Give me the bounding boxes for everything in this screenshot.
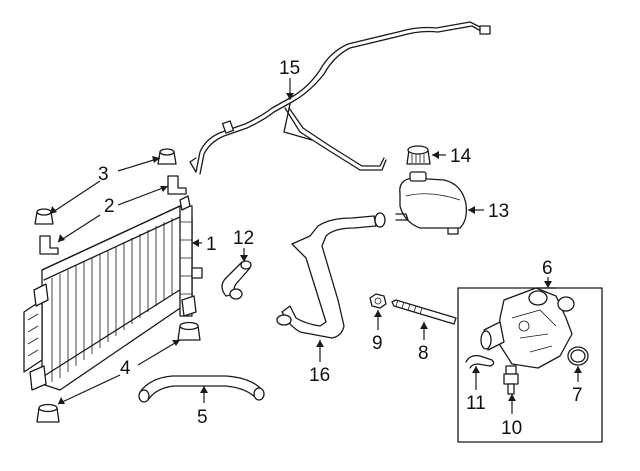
- callout-12: 12: [233, 228, 254, 249]
- callout-11: 11: [466, 393, 486, 414]
- bypass-hose: [221, 260, 252, 300]
- callout-15: 15: [279, 58, 300, 79]
- callout-9: 9: [372, 333, 383, 354]
- callout-14: 14: [450, 146, 472, 167]
- callout-3: 3: [98, 164, 109, 185]
- callout-16: 16: [309, 365, 330, 386]
- nut: [369, 293, 387, 309]
- callout-7: 7: [572, 385, 583, 406]
- callout-labels: 1 2 3 4 5 6 7 8 9 10 11 12 13 14 15 16: [98, 58, 583, 439]
- lower-hose: [138, 375, 265, 403]
- upper-hose: [276, 212, 386, 339]
- callout-5: 5: [197, 407, 208, 428]
- temperature-sensor: [503, 365, 519, 395]
- callout-1: 1: [206, 234, 217, 255]
- callout-13: 13: [488, 201, 509, 222]
- arrowheads: [50, 93, 582, 404]
- radiator: [23, 195, 203, 391]
- reservoir: [395, 171, 468, 235]
- callout-8: 8: [418, 343, 429, 364]
- callout-4: 4: [120, 358, 131, 379]
- vent-tube: [189, 21, 491, 175]
- stud: [391, 299, 457, 325]
- lower-insulator: [36, 321, 201, 423]
- reservoir-cap: [406, 145, 431, 165]
- o-ring: [567, 346, 589, 366]
- upper-bracket: [39, 175, 187, 255]
- callout-10: 10: [501, 418, 522, 439]
- callout-6: 6: [542, 258, 553, 279]
- callout-2: 2: [104, 196, 115, 217]
- thermostat-housing-group: [457, 287, 603, 443]
- retaining-clip: [465, 354, 495, 369]
